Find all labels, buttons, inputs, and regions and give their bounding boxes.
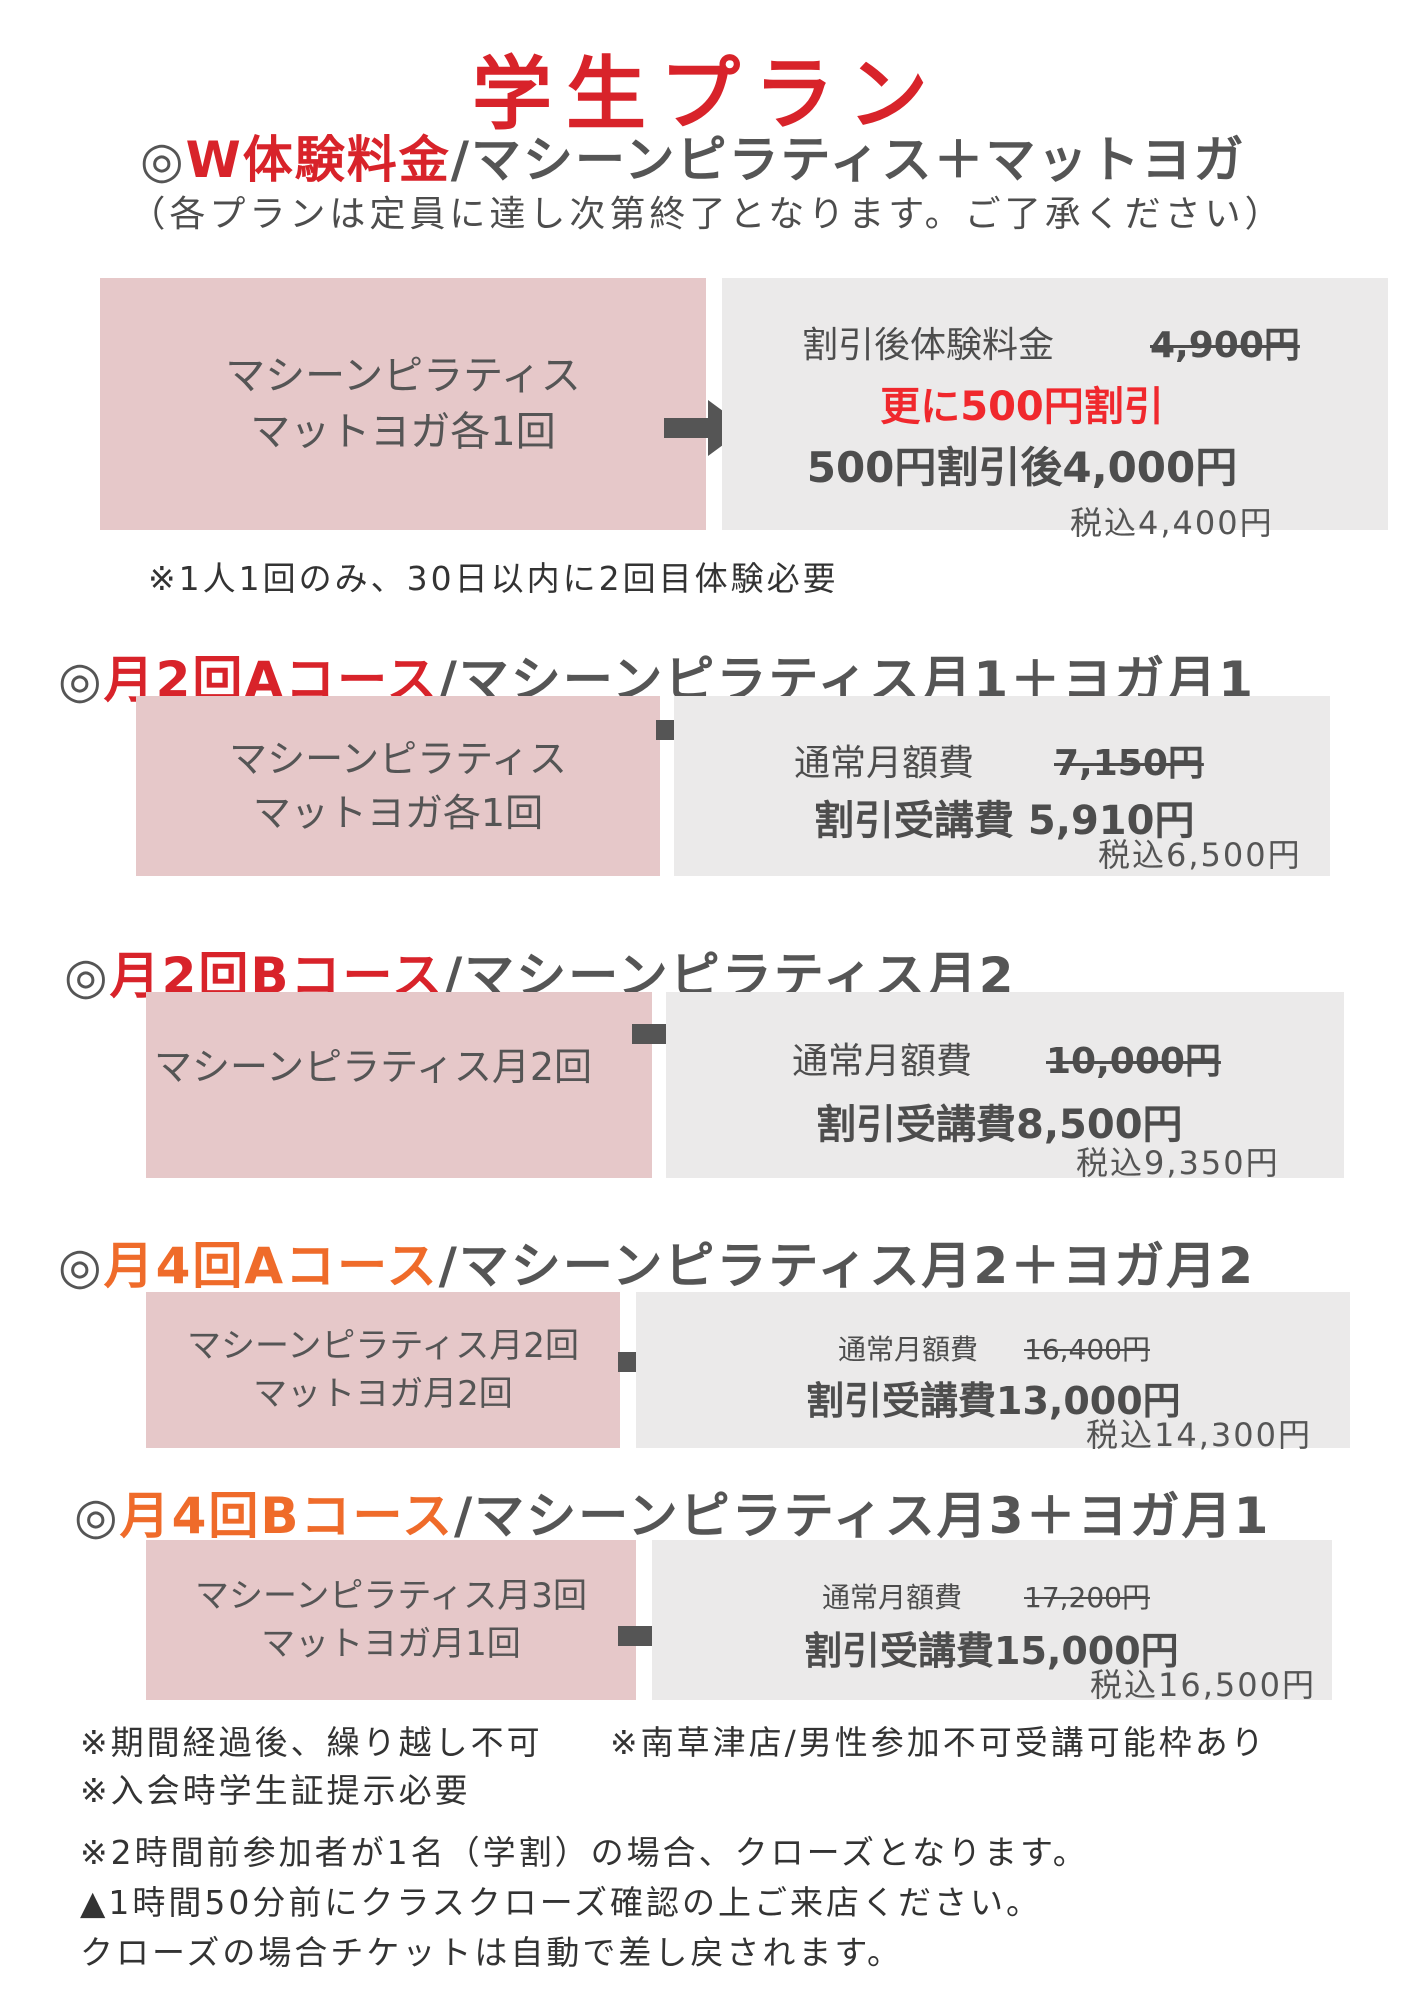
- course-old-price: 17,200円: [1024, 1581, 1150, 1614]
- course-price-label: 通常月額費: [794, 743, 975, 784]
- course-price-label: 通常月額費: [838, 1333, 979, 1366]
- course-old-price: 7,150円: [1054, 743, 1204, 784]
- footer-note-2: ※入会時学生証提示必要: [80, 1771, 471, 1810]
- trial-tax: 税込4,400円: [1070, 504, 1274, 542]
- course-left-line1: マシーンピラティス月3回: [195, 1576, 587, 1616]
- course-old-price: 10,000円: [1046, 1041, 1221, 1082]
- footer-note-4: ▲1時間50分前にクラスクローズ確認の上ご来店ください。: [80, 1883, 1043, 1922]
- course-4b-left-box: マシーンピラティス月3回 マットヨガ月1回: [146, 1540, 636, 1700]
- trial-final-price: 500円割引後4,000円: [806, 443, 1238, 492]
- trial-subtitle: （各プランは定員に達し次第終了となります。ご了承ください）: [129, 194, 1285, 235]
- footer-note-5: クローズの場合チケットは自動で差し戻されます。: [80, 1933, 904, 1972]
- course-4a-right-box: 通常月額費 16,400円 割引受講費13,000円: [636, 1292, 1350, 1448]
- course-2a-tax: 税込6,500円: [1098, 836, 1302, 874]
- trial-discount: 更に500円割引: [880, 384, 1164, 430]
- heading-mark: ◎: [64, 947, 110, 1005]
- course-final-price: 割引受講費8,500円: [816, 1102, 1183, 1148]
- trial-note: ※1人1回のみ、30日以内に2回目体験必要: [148, 559, 839, 598]
- course-left-line1: マシーンピラティス月2回: [154, 1045, 592, 1089]
- course-price-label: 通常月額費: [792, 1041, 973, 1082]
- course-label: 月4回Bコース: [119, 1487, 455, 1545]
- course-rest: /マシーンピラティス月3＋ヨガ月1: [454, 1487, 1271, 1545]
- course-heading-4b: ◎月4回Bコース/マシーンピラティス月3＋ヨガ月1: [74, 1476, 1270, 1548]
- course-left-line1: マシーンピラティス: [229, 737, 567, 781]
- heading-mark: ◎: [140, 131, 186, 189]
- course-2a-right-box: 通常月額費 7,150円 割引受講費 5,910円: [674, 696, 1330, 876]
- trial-heading-label: W体験料金: [185, 131, 451, 189]
- course-rest: /マシーンピラティス月2＋ヨガ月2: [438, 1237, 1255, 1295]
- course-heading-4a: ◎月4回Aコース/マシーンピラティス月2＋ヨガ月2: [58, 1226, 1255, 1298]
- course-4b-right-box: 通常月額費 17,200円 割引受講費15,000円: [652, 1540, 1332, 1700]
- course-label: 月4回Aコース: [103, 1237, 439, 1295]
- trial-left-box: マシーンピラティス マットヨガ各1回: [100, 278, 706, 530]
- course-4b-tax: 税込16,500円: [1090, 1666, 1316, 1704]
- page-title: 学生プラン: [472, 48, 942, 141]
- course-2b-tax: 税込9,350円: [1076, 1144, 1280, 1182]
- course-final-price: 割引受講費13,000円: [806, 1379, 1181, 1423]
- course-4a-tax: 税込14,300円: [1086, 1416, 1312, 1454]
- footer-note-1b: ※南草津店/男性参加不可受講可能枠あり: [610, 1723, 1267, 1762]
- course-left-line2: マットヨガ各1回: [252, 791, 544, 835]
- trial-left-line2: マットヨガ各1回: [250, 409, 556, 455]
- trial-heading: ◎W体験料金/マシーンピラティス＋マットヨガ: [140, 120, 1246, 192]
- course-left-line2: マットヨガ月2回: [253, 1374, 513, 1414]
- trial-price-label: 割引後体験料金: [802, 325, 1055, 366]
- trial-heading-rest: /マシーンピラティス＋マットヨガ: [450, 131, 1246, 189]
- course-2b-left-box: マシーンピラティス月2回: [146, 992, 652, 1178]
- course-left-line1: マシーンピラティス月2回: [187, 1326, 579, 1366]
- course-price-label: 通常月額費: [822, 1581, 963, 1614]
- trial-old-price: 4,900円: [1150, 325, 1300, 366]
- course-left-line2: マットヨガ月1回: [261, 1624, 521, 1664]
- course-final-price: 割引受講費 5,910円: [814, 798, 1195, 844]
- course-2b-right-box: 通常月額費 10,000円 割引受講費8,500円: [666, 992, 1344, 1178]
- course-final-price: 割引受講費15,000円: [804, 1629, 1179, 1673]
- trial-left-line1: マシーンピラティス: [225, 353, 581, 399]
- heading-mark: ◎: [58, 651, 104, 709]
- course-old-price: 16,400円: [1024, 1333, 1150, 1366]
- footer-note-3: ※2時間前参加者が1名（学割）の場合、クローズとなります。: [80, 1833, 1089, 1872]
- footer-note-1a: ※期間経過後、繰り越し不可: [80, 1723, 543, 1762]
- trial-right-box: 割引後体験料金 4,900円 更に500円割引 500円割引後4,000円: [722, 278, 1388, 530]
- heading-mark: ◎: [74, 1487, 120, 1545]
- course-2a-left-box: マシーンピラティス マットヨガ各1回: [136, 696, 660, 876]
- course-4a-left-box: マシーンピラティス月2回 マットヨガ月2回: [146, 1292, 620, 1448]
- heading-mark: ◎: [58, 1237, 104, 1295]
